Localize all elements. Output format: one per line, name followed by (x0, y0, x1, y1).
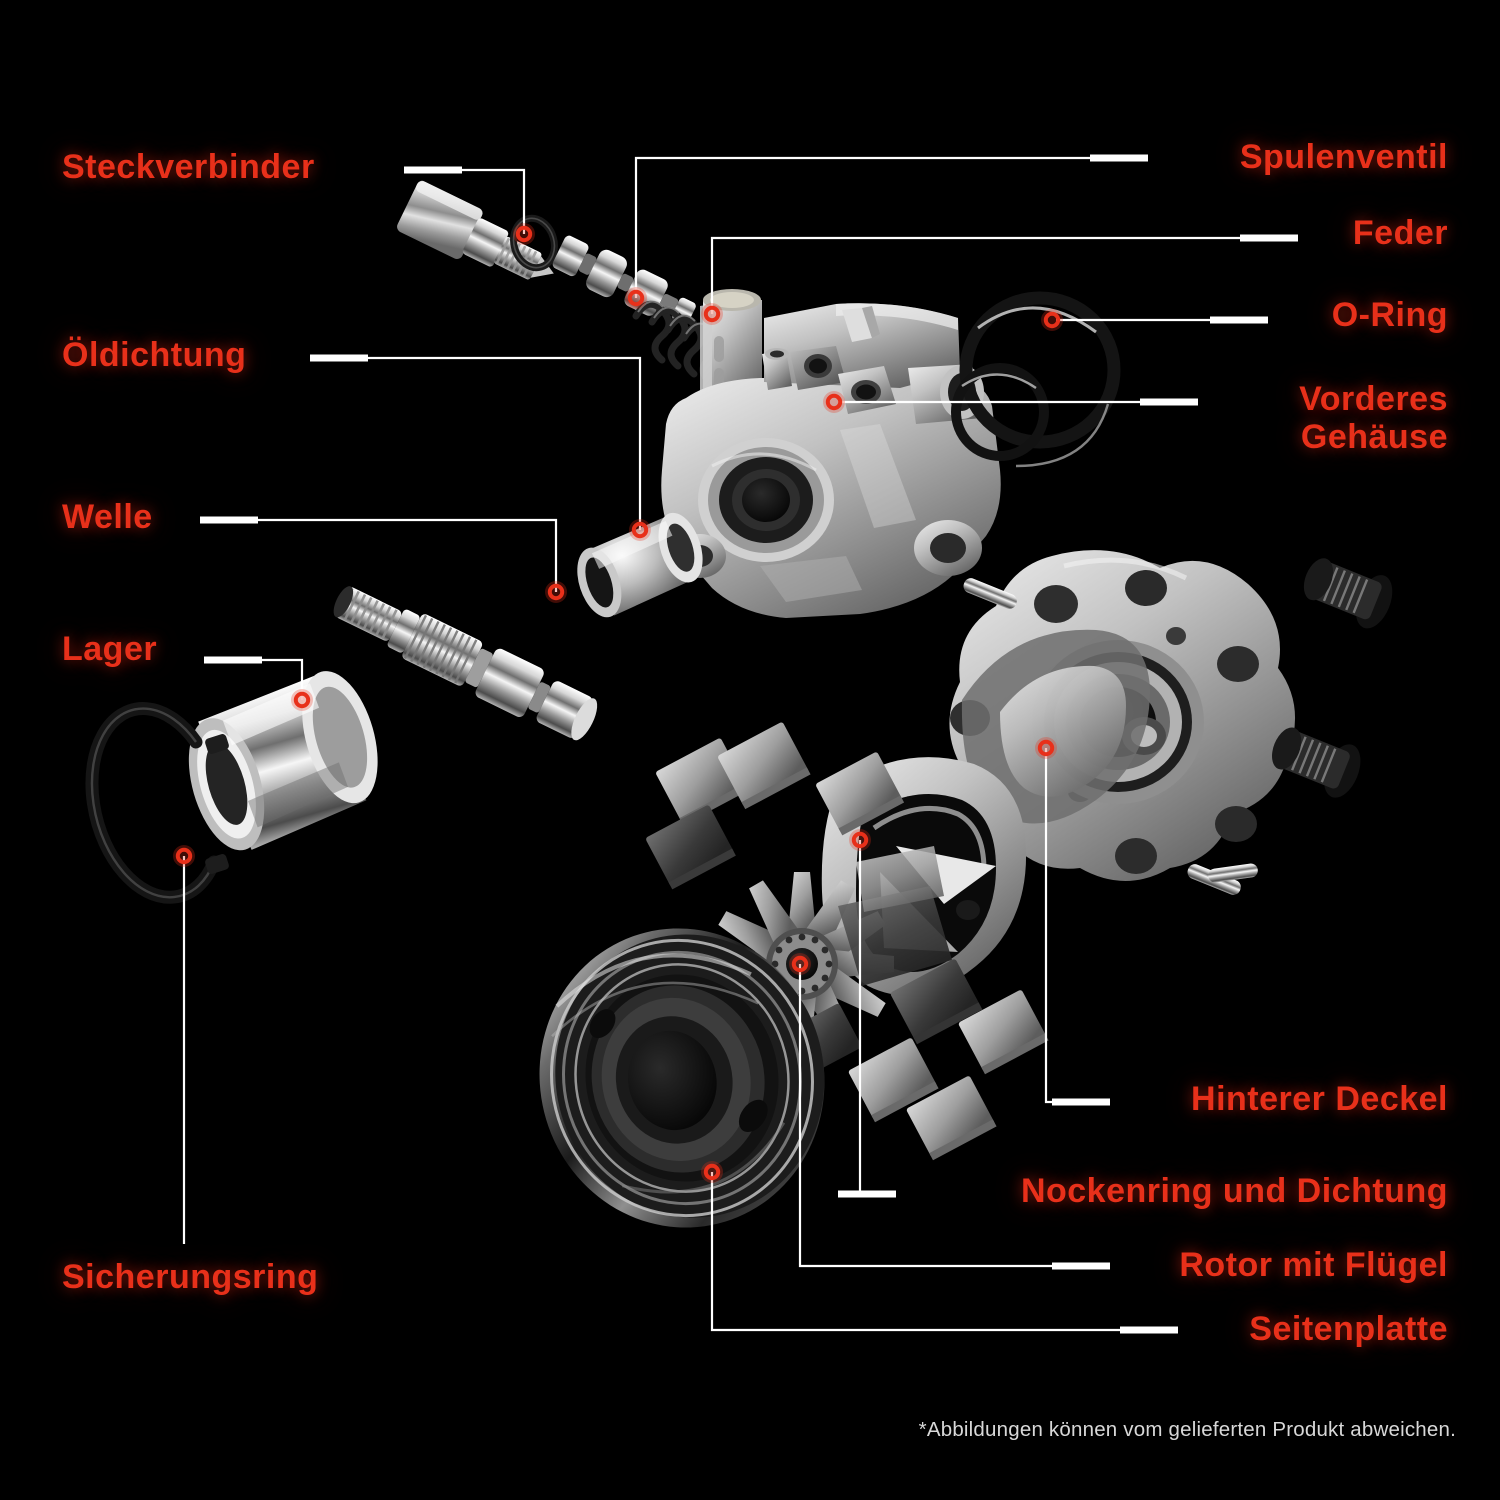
lead-steckverbinder-marker-dot (513, 223, 535, 245)
lead-lager-marker-dot (291, 689, 313, 711)
label-o_ring: O-Ring (1331, 296, 1448, 334)
bolt-part-lower (1272, 727, 1361, 798)
lead-nockenring (858, 840, 896, 1196)
lead-welle-stub (200, 516, 258, 524)
lead-rotor-stub (1052, 1262, 1110, 1270)
label-hinterer_deckel: Hinterer Deckel (1191, 1080, 1448, 1118)
lead-oeldichtung-marker-dot (629, 519, 651, 541)
lead-feder (710, 236, 1298, 314)
small-oring-part (510, 214, 558, 272)
bolt-part-upper (1303, 558, 1393, 629)
lead-nockenring-stub (838, 1190, 896, 1198)
lead-hinterer (1044, 748, 1110, 1104)
lead-hinterer-stub (1052, 1098, 1110, 1106)
label-vorderes_geh: Vorderes Gehäuse (1299, 380, 1448, 457)
lead-feder-stub (1240, 234, 1298, 242)
lead-spulenventil-stub (1090, 154, 1148, 162)
label-spulenventil: Spulenventil (1239, 138, 1448, 176)
lead-hinterer-marker-dot (1035, 737, 1057, 759)
oil-seal-part (577, 512, 703, 618)
lead-seitenplatte-marker-dot (701, 1161, 723, 1183)
shaft-part (333, 586, 598, 741)
lead-feder-marker-dot (701, 303, 723, 325)
label-lager: Lager (62, 630, 158, 668)
oring-small-part (951, 363, 1049, 461)
lead-welle-marker-dot (545, 581, 567, 603)
rear-cover-part (949, 550, 1296, 881)
dowel-pins (963, 578, 1258, 895)
lead-oring-stub (1210, 316, 1268, 324)
lead-sicherungsring-marker-dot (173, 845, 195, 867)
snap-ring-part (85, 702, 229, 904)
label-seitenplatte: Seitenplatte (1249, 1310, 1448, 1348)
lead-vorderes-stub (1140, 398, 1198, 406)
label-steckverbinder: Steckverbinder (62, 148, 315, 186)
lead-lager-stub (204, 656, 262, 664)
disclaimer-note: *Abbildungen können vom gelieferten Prod… (918, 1418, 1456, 1441)
lead-steckverbinder-stub (404, 166, 462, 174)
lead-welle (200, 518, 558, 592)
label-rotor_fluegel: Rotor mit Flügel (1179, 1246, 1448, 1284)
lead-oeldichtung-stub (310, 354, 368, 362)
side-plate-parts (646, 722, 1049, 1161)
pulley-part (539, 928, 825, 1228)
lead-seitenplatte-stub (1120, 1326, 1178, 1334)
lead-nockenring-marker-dot (849, 829, 871, 851)
lead-vorderes-marker-dot (823, 391, 845, 413)
oring-part (959, 291, 1121, 468)
label-feder: Feder (1352, 214, 1448, 252)
label-sicherungsring: Sicherungsring (62, 1258, 319, 1296)
lead-spulenventil-marker-dot (625, 287, 647, 309)
lead-steckverbinder (404, 168, 526, 234)
lead-oring-marker-dot (1041, 309, 1063, 331)
front-housing-part (661, 289, 1001, 618)
lead-rotor (798, 964, 1110, 1268)
label-nockenring: Nockenring und Dichtung (1020, 1172, 1448, 1210)
lead-oeldichtung (310, 356, 642, 530)
label-welle: Welle (62, 498, 153, 536)
lead-seitenplatte (710, 1172, 1178, 1332)
label-oeldichtung: Öldichtung (62, 336, 247, 374)
lead-spulenventil (634, 156, 1148, 298)
lead-rotor-marker-dot (789, 953, 811, 975)
lead-lager (204, 658, 304, 700)
